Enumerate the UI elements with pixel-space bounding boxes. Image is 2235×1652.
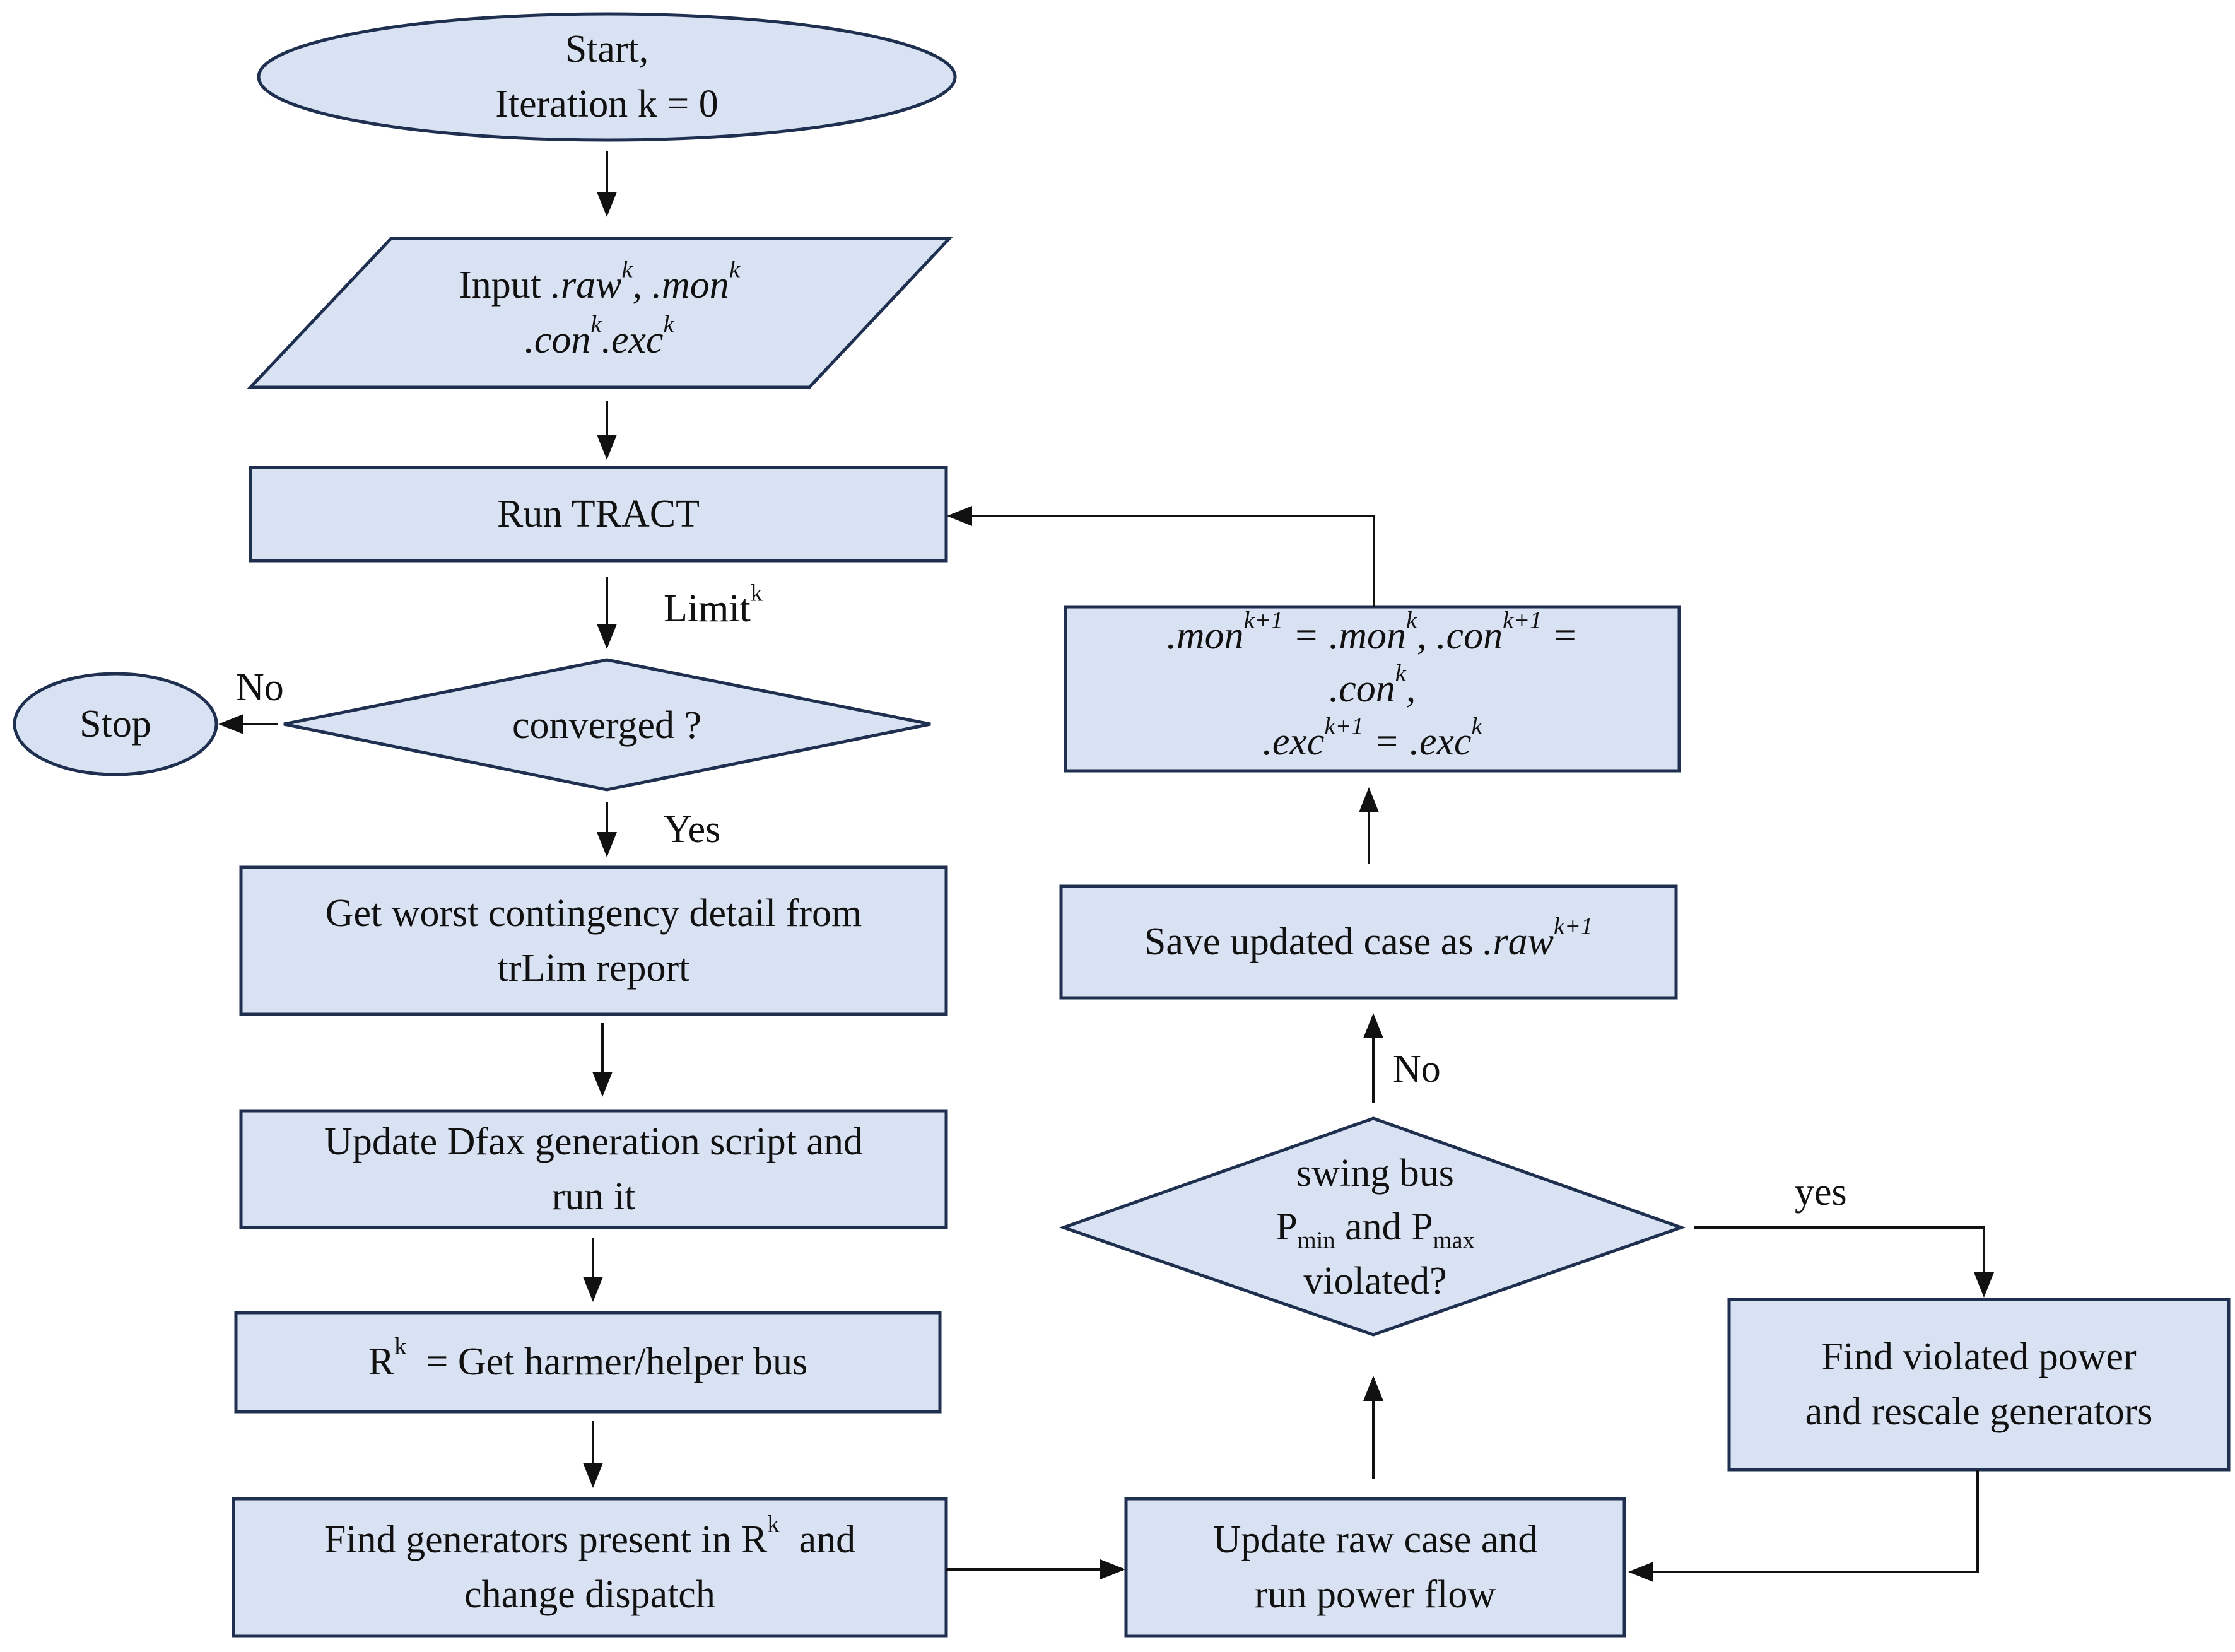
edge-updatefiles-to-run (947, 506, 1375, 607)
find-generators-box (232, 1497, 948, 1638)
edge-findviolated-to-updateraw (1628, 1470, 1979, 1582)
run-tract-box (249, 466, 948, 563)
stop-ellipse (13, 672, 218, 776)
find-violated-box (1727, 1298, 2231, 1472)
edge-swing-to-findviolated (1694, 1226, 1994, 1298)
swing-bus-diamond (1059, 1116, 1686, 1337)
update-files-box (1064, 605, 1681, 773)
update-dfax-box (239, 1109, 948, 1229)
input-parallelogram (247, 237, 953, 389)
converged-diamond (283, 658, 931, 792)
save-case-box (1059, 884, 1678, 1000)
start-ellipse (257, 12, 957, 142)
update-raw-box (1124, 1497, 1626, 1638)
get-harmer-box (234, 1311, 942, 1414)
worst-contingency-box (239, 865, 948, 1016)
